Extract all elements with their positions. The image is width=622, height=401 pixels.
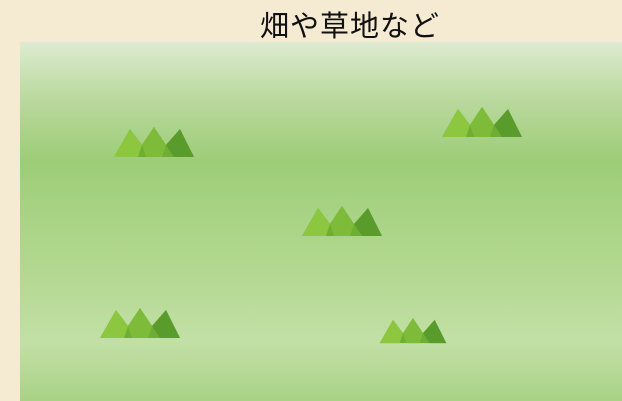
grass-field <box>20 42 622 401</box>
grass-tuft-icon <box>300 202 384 236</box>
area-title: 畑や草地など <box>259 9 440 43</box>
grass-tuft-icon <box>98 304 182 338</box>
grass-tuft-icon <box>378 314 448 344</box>
grass-tuft-icon <box>440 103 524 137</box>
grass-tuft-icon <box>112 123 196 157</box>
